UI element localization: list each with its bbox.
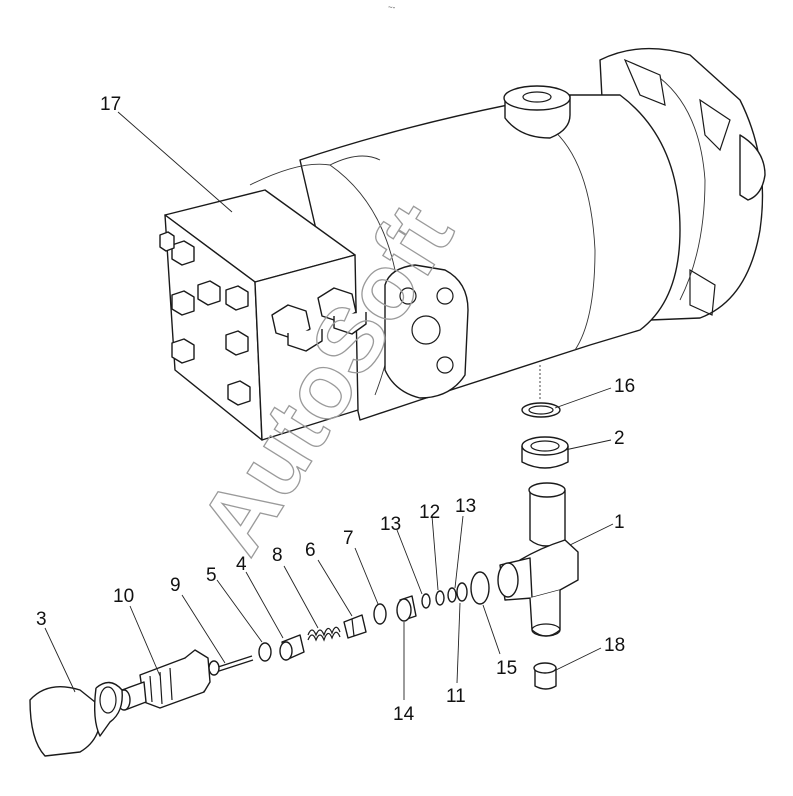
part-11-ring <box>456 582 468 602</box>
part-13-ring-left <box>421 593 431 609</box>
callout-18: 18 <box>604 635 625 656</box>
top-port-boss <box>503 85 571 139</box>
callout-labels: 17 16 2 1 18 15 11 14 13 12 13 7 6 8 4 5… <box>36 94 635 725</box>
callout-9: 9 <box>170 575 181 596</box>
callout-10: 10 <box>113 586 134 607</box>
part-12-ring <box>435 590 445 606</box>
callout-3: 3 <box>36 609 47 630</box>
motor-assembly <box>159 47 766 441</box>
callout-15: 15 <box>496 658 517 679</box>
part-5-washer <box>258 642 272 662</box>
part-16-o-ring <box>521 402 561 418</box>
callout-13-right: 13 <box>455 496 476 517</box>
part-18-cap <box>533 662 557 690</box>
part-2-nut <box>521 436 569 469</box>
callout-11: 11 <box>446 686 466 707</box>
part-4-cage <box>279 634 305 661</box>
part-9-pin <box>208 655 254 676</box>
leader-lines <box>44 111 614 700</box>
exploded-parts <box>29 365 579 757</box>
part-10-adjuster-body <box>117 649 211 711</box>
part-14-seat <box>396 595 417 622</box>
part-1-tee-fitting <box>497 482 579 637</box>
callout-13-left: 13 <box>380 514 401 535</box>
callout-1: 1 <box>614 512 625 533</box>
part-13-ring-right <box>447 587 457 603</box>
part-8-spring <box>307 626 341 642</box>
part-7-ring <box>373 603 387 625</box>
callout-4: 4 <box>236 554 247 575</box>
callout-14: 14 <box>393 704 415 725</box>
callout-7: 7 <box>343 528 354 549</box>
callout-16: 16 <box>614 376 635 397</box>
valve-block <box>159 189 367 441</box>
part-3-cap-with-strap <box>29 681 123 757</box>
callout-12: 12 <box>419 502 440 523</box>
side-port-flange <box>384 264 469 399</box>
callout-5: 5 <box>206 565 217 586</box>
part-6-plunger <box>343 614 367 639</box>
part-15-ring <box>470 571 490 605</box>
callout-2: 2 <box>614 428 625 449</box>
callout-6: 6 <box>305 540 316 561</box>
callout-17: 17 <box>100 94 121 115</box>
top-mark: ~- <box>388 3 396 12</box>
callout-8: 8 <box>272 545 283 566</box>
